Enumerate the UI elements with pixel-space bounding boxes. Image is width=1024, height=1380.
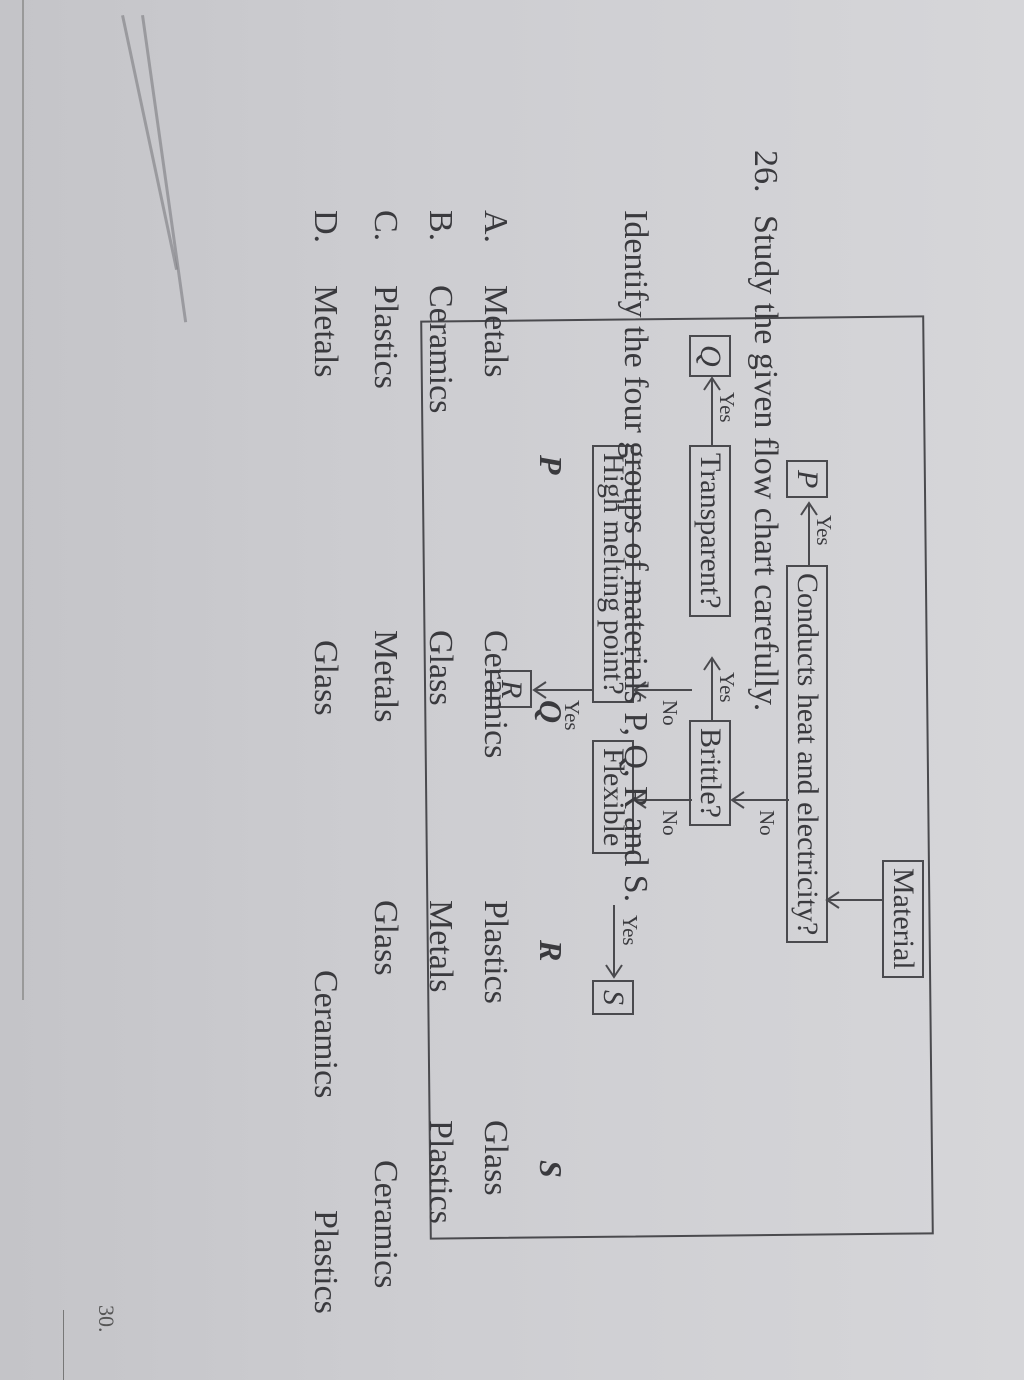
node-q: Q (689, 335, 731, 377)
node-material: Material (882, 860, 924, 978)
node-conducts-heat-electricity: Conducts heat and electricity? (786, 565, 828, 944)
option-q-value: Glass (422, 630, 459, 706)
option-label: D. (307, 210, 344, 244)
option-r-value: Glass (367, 900, 404, 976)
option-q-value: Glass (307, 640, 344, 716)
option-r-value: Metals (422, 900, 459, 993)
option-s-value: Plastics (307, 1210, 344, 1314)
node-p: P (786, 460, 828, 499)
option-q-value: Ceramics (477, 630, 514, 759)
option-p-value: Metals (477, 285, 514, 378)
edge-label-transparent-yes: Yes (715, 392, 739, 423)
option-r-value: Ceramics (307, 970, 344, 1099)
column-header-q: Q (533, 700, 569, 724)
option-s-value: Glass (477, 1120, 514, 1196)
option-r-value: Plastics (477, 900, 514, 1004)
column-header-s: S (533, 1160, 569, 1178)
option-label: A. (477, 210, 514, 244)
edge-label-flexible-yes: Yes (618, 915, 642, 946)
option-label: B. (422, 210, 459, 242)
edge-label-transparent-no: No (658, 700, 682, 726)
next-question-number: 30. (94, 1305, 119, 1333)
option-p-value: Plastics (367, 285, 404, 389)
option-p-value: Ceramics (422, 285, 459, 414)
edge-label-conducts-no: No (755, 810, 779, 836)
column-header-p: P (533, 455, 569, 475)
option-p-value: Metals (307, 285, 344, 378)
edge-label-brittle-yes: Yes (715, 672, 739, 703)
option-s-value: Plastics (422, 1120, 459, 1224)
node-transparent: Transparent? (689, 445, 731, 617)
column-header-r: R (533, 940, 569, 962)
identify-instruction: Identify the four groups of materials P,… (617, 210, 654, 903)
option-s-value: Ceramics (367, 1160, 404, 1289)
node-brittle: Brittle? (689, 720, 731, 826)
edge-label-conducts-yes: Yes (812, 515, 836, 546)
option-label: C. (367, 210, 404, 242)
option-q-value: Metals (367, 630, 404, 723)
node-s: S (592, 980, 634, 1015)
edge-label-brittle-no: No (658, 810, 682, 836)
margin-line (63, 1310, 64, 1380)
